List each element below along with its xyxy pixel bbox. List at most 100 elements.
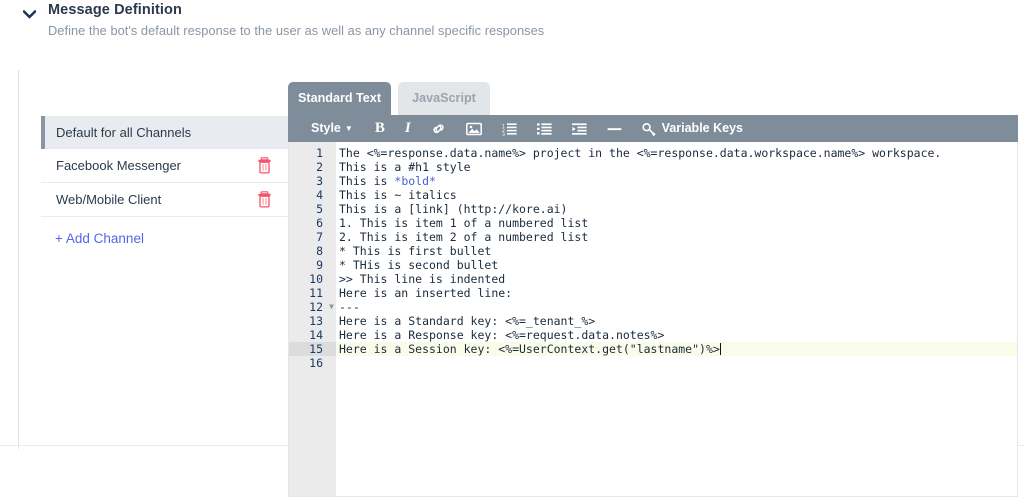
horizontal-rule-icon[interactable] (607, 122, 622, 136)
code-line[interactable]: 13 Here is a Standard key: <%=_tenant_%> (289, 314, 1017, 328)
line-number: 11 (309, 286, 323, 300)
code-line[interactable]: 14 Here is a Response key: <%=request.dat… (289, 328, 1017, 342)
code-line[interactable]: 8 * This is first bullet (289, 244, 1017, 258)
line-number-cell: 3 (289, 174, 336, 188)
code-line-text: This is *bold* (339, 174, 436, 188)
code-line[interactable]: 5 This is a [link] (http://kore.ai) (289, 202, 1017, 216)
message-editor-panel: Standard Text JavaScript Style ▼ B I (288, 82, 1018, 497)
svg-text:2: 2 (502, 128, 505, 134)
line-number: 5 (316, 202, 323, 216)
code-line-text: Here is a Response key: <%=request.data.… (339, 328, 665, 342)
channel-item-web-mobile-client[interactable]: Web/Mobile Client (41, 183, 288, 217)
code-line-text: The <%=response.data.name%> project in t… (339, 146, 942, 160)
editor-tabs: Standard Text JavaScript (288, 82, 1018, 115)
line-number-cell: 4 (289, 188, 336, 202)
line-number-cell: 13 (289, 314, 336, 328)
code-line-text: * This is first bullet (339, 244, 492, 258)
line-number-cell: 11 (289, 286, 336, 300)
channel-list: Default for all Channels Facebook Messen… (41, 116, 288, 217)
code-line-text: This is a [link] (http://kore.ai) (339, 202, 568, 216)
channel-label: Facebook Messenger (56, 158, 182, 173)
tab-standard-text[interactable]: Standard Text (288, 82, 391, 115)
code-line-text: This is a #h1 style (339, 160, 471, 174)
line-number-gutter (289, 142, 336, 496)
line-number: 7 (316, 230, 323, 244)
editor-toolbar: Style ▼ B I 1 (288, 115, 1018, 142)
code-line[interactable]: 15 Here is a Session key: <%=UserContext.… (289, 342, 1017, 356)
page-title: Message Definition (48, 2, 182, 18)
link-icon[interactable] (431, 122, 446, 136)
line-number-cell: 7 (289, 230, 336, 244)
style-dropdown-label: Style (311, 121, 341, 136)
line-number: 15 (309, 342, 323, 356)
line-number-cell: 5 (289, 202, 336, 216)
line-number: 13 (309, 314, 323, 328)
svg-text:3: 3 (502, 132, 505, 136)
code-line[interactable]: 12▼--- (289, 300, 1017, 314)
trash-icon[interactable] (257, 191, 272, 208)
code-line[interactable]: 7 2. This is item 2 of a numbered list (289, 230, 1017, 244)
code-line-text: Here is an inserted line: (339, 286, 513, 300)
key-icon (642, 122, 656, 136)
code-line-text: 2. This is item 2 of a numbered list (339, 230, 589, 244)
line-number-cell: 9 (289, 258, 336, 272)
line-number-cell: 2 (289, 160, 336, 174)
line-number: 14 (309, 328, 323, 342)
variable-keys-label: Variable Keys (661, 121, 743, 136)
code-line[interactable]: 16 (289, 356, 1017, 370)
line-number: 10 (309, 272, 323, 286)
text-cursor (719, 343, 721, 355)
tab-javascript[interactable]: JavaScript (398, 82, 490, 115)
variable-keys-button[interactable]: Variable Keys (642, 122, 743, 136)
line-number: 3 (316, 174, 323, 188)
code-line[interactable]: 9 * THis is second bullet (289, 258, 1017, 272)
active-accent-bar (41, 116, 45, 149)
line-number-cell: 1 (289, 146, 336, 160)
line-number-cell: 15 (289, 342, 336, 356)
code-line-text: This is ~ italics (339, 188, 457, 202)
code-line[interactable]: 10 >> This line is indented (289, 272, 1017, 286)
line-number: 8 (316, 244, 323, 258)
code-line-text: Here is a Session key: <%=UserContext.ge… (339, 342, 721, 356)
body-area: Default for all Channels Facebook Messen… (0, 49, 1024, 497)
chevron-down-icon[interactable] (21, 7, 37, 23)
channel-label: Web/Mobile Client (56, 192, 162, 207)
channel-label: Default for all Channels (56, 125, 192, 140)
unordered-list-icon[interactable] (536, 122, 552, 136)
channel-item-facebook-messenger[interactable]: Facebook Messenger (41, 149, 288, 183)
code-line-text: >> This line is indented (339, 272, 506, 286)
line-number: 12 (309, 300, 323, 314)
code-line-text: * THis is second bullet (339, 258, 499, 272)
indent-icon[interactable] (571, 122, 587, 136)
line-number: 9 (316, 258, 323, 272)
image-icon[interactable] (465, 122, 482, 136)
bold-button[interactable]: B (374, 120, 385, 136)
fold-toggle-icon[interactable]: ▼ (329, 302, 334, 311)
italic-button[interactable]: I (404, 120, 411, 136)
trash-icon[interactable] (257, 157, 272, 174)
line-number-cell: 14 (289, 328, 336, 342)
chevron-down-icon: ▼ (344, 123, 353, 133)
line-number-cell: 10 (289, 272, 336, 286)
code-line[interactable]: 3 This is *bold* (289, 174, 1017, 188)
code-line-text: 1. This is item 1 of a numbered list (339, 216, 589, 230)
channel-item-default[interactable]: Default for all Channels (41, 116, 288, 149)
line-number: 6 (316, 216, 323, 230)
code-line-text: Here is a Standard key: <%=_tenant_%> (339, 314, 596, 328)
code-line[interactable]: 6 1. This is item 1 of a numbered list (289, 216, 1017, 230)
line-number-cell: 8 (289, 244, 336, 258)
add-channel-link[interactable]: + Add Channel (55, 231, 144, 246)
line-number-cell: 6 (289, 216, 336, 230)
ordered-list-icon[interactable]: 1 2 3 (502, 122, 517, 136)
page-subtitle: Define the bot's default response to the… (48, 23, 545, 38)
code-line[interactable]: 11 Here is an inserted line: (289, 286, 1017, 300)
page-header: Message Definition Define the bot's defa… (0, 0, 1024, 49)
style-dropdown[interactable]: Style ▼ (311, 122, 353, 135)
line-number-cell: 12 ▼ (289, 300, 336, 314)
svg-text:1: 1 (502, 123, 505, 129)
